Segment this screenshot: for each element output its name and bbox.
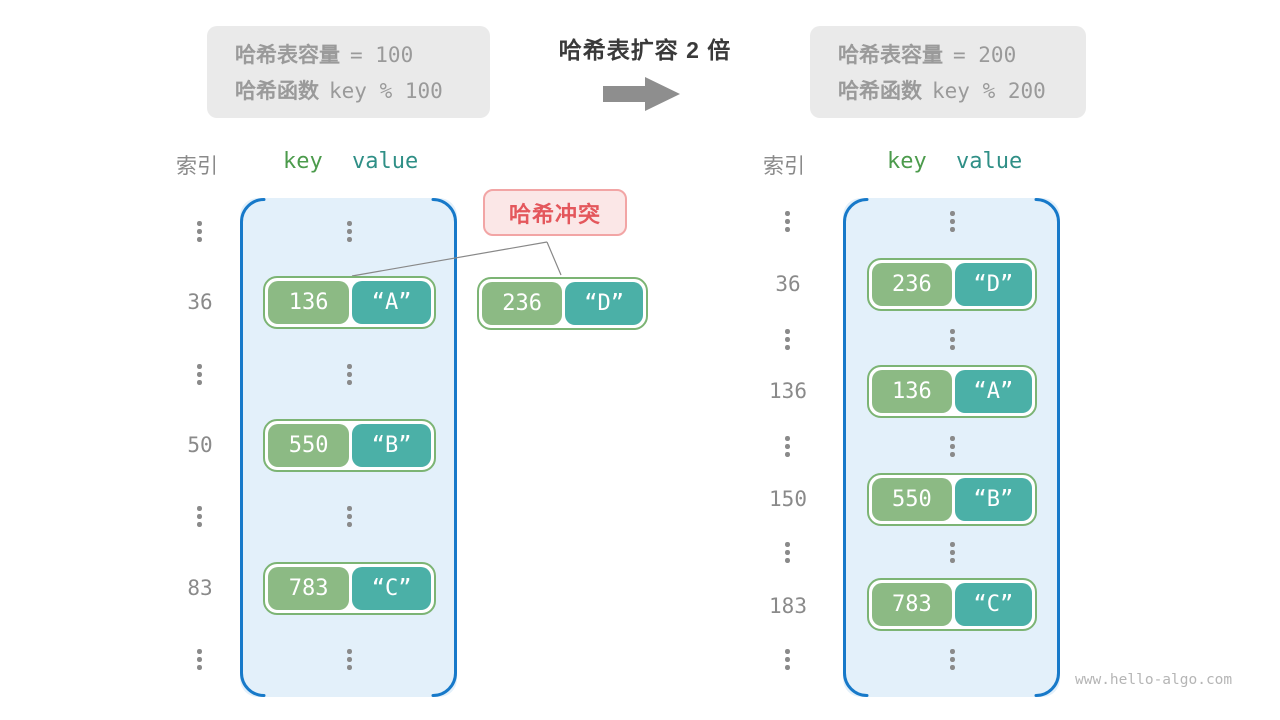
- left-value-header: value: [352, 149, 419, 174]
- ellipsis-icon: [197, 506, 202, 527]
- key-cell: 136: [872, 370, 952, 413]
- pair-236-D: 236 “D”: [477, 277, 648, 330]
- hash-function-label: 哈希函数: [235, 80, 319, 103]
- key-cell: 136: [268, 281, 350, 324]
- ellipsis-icon: [197, 364, 202, 385]
- capacity-value: = 100: [350, 43, 414, 67]
- info-box-before: 哈希表容量 = 100 哈希函数 key % 100: [207, 26, 490, 118]
- left-index-header: 索引: [176, 155, 218, 178]
- ellipsis-icon: [950, 542, 955, 563]
- pair-783-C: 783 “C”: [263, 562, 436, 615]
- hash-function-line: 哈希函数 key % 100: [235, 75, 490, 105]
- ellipsis-icon: [197, 221, 202, 242]
- value-cell: “B”: [352, 424, 431, 467]
- key-cell: 783: [872, 583, 952, 626]
- capacity-label: 哈希表容量: [235, 44, 340, 67]
- hash-collision-label: 哈希冲突: [483, 189, 627, 236]
- value-cell: “A”: [954, 370, 1032, 413]
- table-bracket-border: [843, 198, 1060, 697]
- ellipsis-icon: [950, 329, 955, 350]
- ellipsis-icon: [347, 649, 352, 670]
- ellipsis-icon: [950, 211, 955, 232]
- ellipsis-icon: [785, 542, 790, 563]
- ellipsis-icon: [785, 329, 790, 350]
- pair-550-B: 550 “B”: [867, 473, 1037, 526]
- ellipsis-icon: [347, 364, 352, 385]
- hash-function-line: 哈希函数 key % 200: [838, 75, 1086, 105]
- key-cell: 236: [872, 263, 952, 306]
- value-cell: “A”: [352, 281, 431, 324]
- right-index-36: 36: [775, 272, 801, 296]
- ellipsis-icon: [785, 436, 790, 457]
- ellipsis-icon: [950, 436, 955, 457]
- capacity-value: = 200: [953, 43, 1017, 67]
- hash-function-value: key % 100: [329, 79, 443, 103]
- right-index-183: 183: [769, 594, 807, 618]
- ellipsis-icon: [197, 649, 202, 670]
- pair-136-A: 136 “A”: [263, 276, 436, 329]
- diagram-title: 哈希表扩容 2 倍: [558, 37, 732, 63]
- right-key-header: key: [887, 149, 927, 174]
- ellipsis-icon: [347, 221, 352, 242]
- key-cell: 550: [872, 478, 952, 521]
- capacity-label: 哈希表容量: [838, 44, 943, 67]
- ellipsis-icon: [785, 211, 790, 232]
- right-index-136: 136: [769, 379, 807, 403]
- value-cell: “D”: [565, 282, 643, 325]
- capacity-line: 哈希表容量 = 100: [235, 39, 490, 69]
- hash-table-after: 236 “D” 136 “A” 550 “B” 783 “C”: [843, 198, 1060, 697]
- table-bracket-border: [240, 198, 457, 697]
- ellipsis-icon: [785, 649, 790, 670]
- hash-table-before: 136 “A” 550 “B” 783 “C”: [240, 198, 457, 697]
- pair-136-A: 136 “A”: [867, 365, 1037, 418]
- right-index-150: 150: [769, 487, 807, 511]
- pair-783-C: 783 “C”: [867, 578, 1037, 631]
- key-cell: 550: [268, 424, 350, 467]
- right-index-header: 索引: [763, 155, 805, 178]
- value-cell: “C”: [352, 567, 431, 610]
- left-index-83: 83: [187, 576, 213, 600]
- key-cell: 783: [268, 567, 350, 610]
- ellipsis-icon: [950, 649, 955, 670]
- watermark: www.hello-algo.com: [1075, 672, 1233, 688]
- left-index-50: 50: [187, 433, 213, 457]
- left-index-36: 36: [187, 290, 213, 314]
- ellipsis-icon: [347, 506, 352, 527]
- key-cell: 236: [482, 282, 563, 325]
- right-value-header: value: [956, 149, 1023, 174]
- info-box-after: 哈希表容量 = 200 哈希函数 key % 200: [810, 26, 1086, 118]
- capacity-line: 哈希表容量 = 200: [838, 39, 1086, 69]
- right-arrow-icon: [603, 77, 680, 111]
- left-key-header: key: [283, 149, 323, 174]
- value-cell: “D”: [954, 263, 1032, 306]
- hash-function-value: key % 200: [932, 79, 1046, 103]
- pair-550-B: 550 “B”: [263, 419, 436, 472]
- pair-236-D: 236 “D”: [867, 258, 1037, 311]
- value-cell: “C”: [954, 583, 1032, 626]
- value-cell: “B”: [954, 478, 1032, 521]
- hash-function-label: 哈希函数: [838, 80, 922, 103]
